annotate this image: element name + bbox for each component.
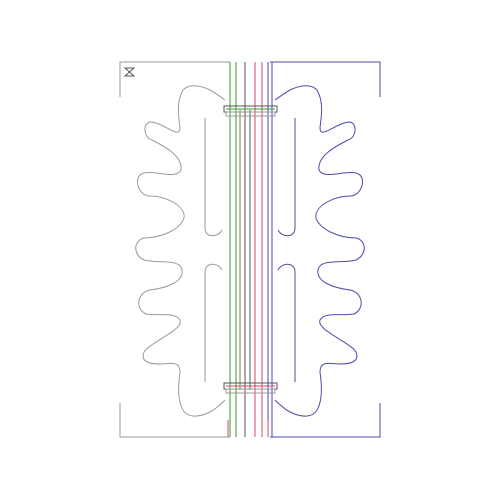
clamp-plate-bottom (223, 382, 278, 394)
slot-left-upper (204, 118, 223, 237)
hourglass-icon (123, 67, 136, 77)
frame-right (270, 61, 381, 438)
bottom-tabs (227, 420, 269, 437)
slot-right-upper (277, 118, 296, 237)
center-column (229, 62, 273, 437)
fin-outline-left (135, 85, 226, 417)
clamp-plate-top (223, 105, 278, 117)
frame-left (119, 61, 230, 438)
fin-outline-right (274, 85, 365, 417)
slot-right-lower (277, 263, 296, 382)
slot-left-lower (204, 263, 223, 382)
